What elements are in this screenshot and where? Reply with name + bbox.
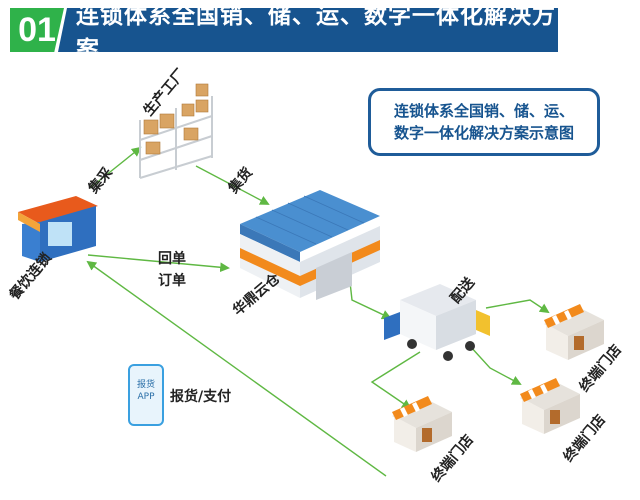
warehouse-icon xyxy=(240,190,380,300)
store-mid-right-icon xyxy=(520,378,580,434)
restaurant-icon xyxy=(18,196,98,262)
section-number: 01 xyxy=(10,8,64,52)
ordering-app-phone-icon: 报货 APP xyxy=(128,364,164,426)
edge-report-line xyxy=(86,260,387,477)
edge-delivery-line xyxy=(349,281,392,320)
diagram-caption: 连锁体系全国销、储、运、 数字一体化解决方案示意图 xyxy=(368,88,600,156)
phone-label-1: 报货 xyxy=(136,380,155,390)
edge-to-store-mid-right xyxy=(469,345,522,385)
caption-line-1: 连锁体系全国销、储、运、 xyxy=(393,102,574,120)
caption-line-2: 数字一体化解决方案示意图 xyxy=(393,124,574,142)
truck-icon xyxy=(384,284,490,361)
edge-consolidate-line xyxy=(195,165,270,205)
header-bar: 01 连锁体系全国销、储、运、数字一体化解决方案 xyxy=(10,8,558,52)
factory-icon xyxy=(139,83,213,179)
store-bottom-left-icon xyxy=(392,396,452,452)
edge-to-store-bottom-left xyxy=(370,351,421,410)
edge-to-store-top-right xyxy=(485,299,550,314)
phone-label-2: APP xyxy=(137,392,155,402)
label-return-slip: 回单 xyxy=(158,251,186,267)
edge-purchase-line xyxy=(89,146,142,189)
edge-order-line xyxy=(87,254,230,273)
page-title: 连锁体系全国销、储、运、数字一体化解决方案 xyxy=(58,8,558,52)
label-order: 订单 xyxy=(158,273,186,289)
label-report-pay: 报货/支付 xyxy=(170,389,232,405)
store-top-right-icon xyxy=(544,304,604,360)
